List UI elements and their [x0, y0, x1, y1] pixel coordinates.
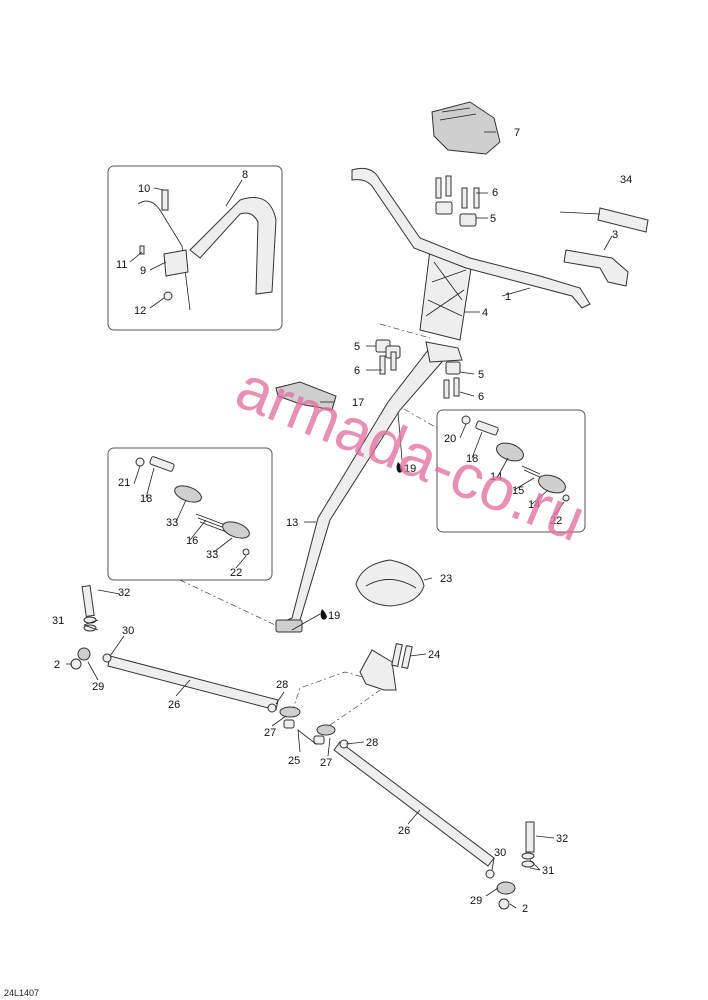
callout-30: 30 [122, 625, 134, 637]
upper-clamps [375, 175, 480, 399]
inset-box-clamp-assembly-left [107, 447, 273, 581]
callout-29: 29 [92, 681, 104, 693]
callout-2: 2 [54, 659, 60, 671]
callout-19: 19 [328, 610, 340, 622]
callout-29: 29 [470, 895, 482, 907]
callout-9: 9 [140, 265, 146, 277]
callout-11: 11 [116, 259, 127, 271]
callout-26: 26 [398, 825, 410, 837]
handlebar [351, 167, 591, 309]
callout-4: 4 [482, 307, 488, 319]
callout-6: 6 [354, 365, 360, 377]
steering-column [275, 341, 463, 633]
callout-32: 32 [556, 833, 568, 845]
callout-1: 1 [505, 291, 511, 303]
callout-22: 22 [550, 515, 562, 527]
callout-26: 26 [168, 699, 180, 711]
callout-33: 33 [206, 549, 218, 561]
grease-drop-icon [320, 609, 327, 620]
callout-3: 3 [612, 229, 618, 241]
callout-20: 20 [444, 433, 456, 445]
callout-28: 28 [366, 737, 378, 749]
callout-27: 27 [264, 727, 276, 739]
callout-15: 15 [512, 485, 524, 497]
handlebar-pad-inset-content [137, 189, 277, 311]
callout-32: 32 [118, 587, 130, 599]
callout-6: 6 [492, 187, 498, 199]
callout-24: 24 [428, 649, 440, 661]
steering-cover [431, 101, 501, 155]
clamp-assembly-right-content [461, 415, 570, 502]
callout-12: 12 [134, 305, 146, 317]
inset-box-clamp-assembly-right [436, 409, 586, 533]
callout-10: 10 [138, 183, 150, 195]
callout-5: 5 [478, 369, 484, 381]
callout-5: 5 [354, 341, 360, 353]
callout-23: 23 [440, 573, 452, 585]
callout-8: 8 [242, 169, 248, 181]
callout-22: 22 [230, 567, 242, 579]
clamp-assembly-left-content [135, 456, 250, 556]
callout-14: 14 [528, 499, 540, 511]
callout-31: 31 [542, 865, 554, 877]
callout-19: 19 [404, 463, 416, 475]
callout-28: 28 [276, 679, 288, 691]
leader-lines [66, 131, 613, 909]
callout-16: 16 [186, 535, 198, 547]
grip-and-throttle [559, 207, 649, 287]
callout-31: 31 [52, 615, 64, 627]
callout-33: 33 [166, 517, 178, 529]
callout-13: 13 [286, 517, 298, 529]
callout-labels: 1 2 2 3 4 5 5 5 6 6 6 7 8 9 10 11 12 13 … [52, 127, 632, 915]
callout-27: 27 [320, 757, 332, 769]
callout-18: 18 [466, 453, 478, 465]
callout-18: 18 [140, 493, 152, 505]
callout-6: 6 [478, 391, 484, 403]
drawing-reference: 24L1407 [4, 988, 39, 998]
plate-and-boot [275, 381, 425, 607]
callout-21: 21 [118, 477, 130, 489]
reference-lines [179, 323, 438, 726]
callout-7: 7 [514, 127, 520, 139]
callout-34: 34 [620, 174, 632, 186]
tie-rods [70, 585, 535, 910]
grease-drop-icon [396, 462, 403, 473]
callout-17: 17 [352, 397, 364, 409]
callout-25: 25 [288, 755, 300, 767]
callout-14: 14 [490, 471, 502, 483]
callout-2: 2 [522, 903, 528, 915]
callout-5: 5 [490, 213, 496, 225]
callout-30: 30 [494, 847, 506, 859]
